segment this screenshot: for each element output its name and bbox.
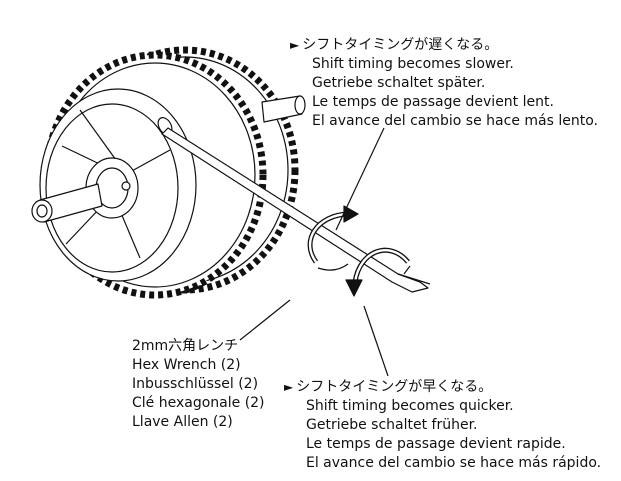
slower-line-es: El avance del cambio se hace más lento.	[312, 113, 598, 129]
quicker-line-es: El avance del cambio se hace más rápido.	[306, 455, 602, 471]
clutch-face	[39, 88, 197, 282]
slower-heading: ►シフトタイミングが遅くなる。	[290, 36, 598, 55]
quicker-heading: ►シフトタイミングが早くなる。	[284, 378, 601, 397]
wrench-line-de: Inbusschlüssel (2)	[132, 376, 259, 392]
wrench-line-fr: Clé hexagonale (2)	[132, 395, 265, 411]
slower-timing-note: ►シフトタイミングが遅くなる。 Shift timing becomes slo…	[290, 36, 598, 131]
rotate-arrow-quicker	[345, 247, 411, 297]
quicker-line-fr: Le temps de passage devient rapide.	[306, 436, 566, 452]
wrench-line-ja: 2mm六角レンチ	[132, 338, 239, 354]
triangle-pointer-icon: ►	[290, 38, 300, 52]
quicker-heading-text: シフトタイミングが早くなる。	[296, 379, 493, 395]
triangle-pointer-icon: ►	[284, 380, 294, 394]
rotate-arrow-slower	[307, 205, 359, 271]
wrench-line-es: Llave Allen (2)	[132, 414, 233, 430]
quicker-line-de: Getriebe schaltet früher.	[306, 417, 478, 433]
shaft	[31, 95, 306, 223]
slower-line-fr: Le temps de passage devient lent.	[312, 94, 554, 110]
hex-wrench-label: 2mm六角レンチ Hex Wrench (2) Inbusschlüssel (…	[132, 337, 265, 432]
slower-heading-text: シフトタイミングが遅くなる。	[302, 37, 499, 53]
hex-wrench	[161, 127, 431, 293]
quicker-timing-note: ►シフトタイミングが早くなる。 Shift timing becomes qui…	[284, 378, 601, 473]
quicker-line-en: Shift timing becomes quicker.	[306, 398, 514, 414]
leader-lines	[239, 127, 389, 377]
wrench-line-en: Hex Wrench (2)	[132, 357, 241, 373]
slower-line-de: Getriebe schaltet später.	[312, 75, 486, 91]
slower-line-en: Shift timing becomes slower.	[312, 56, 514, 72]
